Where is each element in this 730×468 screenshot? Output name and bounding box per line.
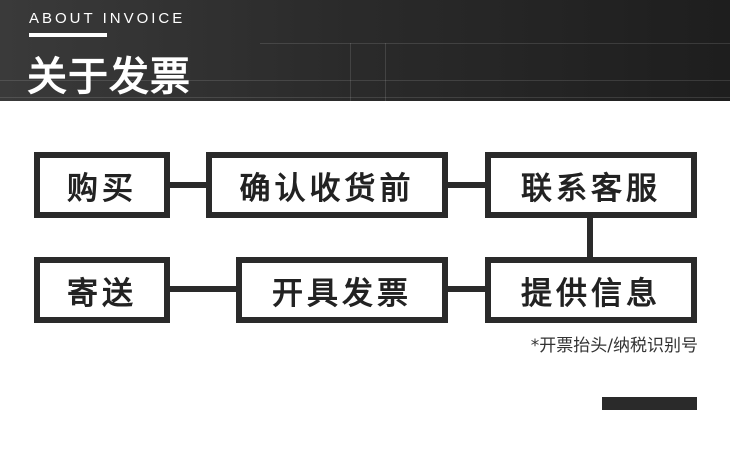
header-banner: ABOUT INVOICE 关于发票 <box>0 0 730 101</box>
page-title: 关于发票 <box>27 54 191 100</box>
header-divider <box>29 33 107 37</box>
step-provide-info: 提供信息 <box>485 257 697 323</box>
connector <box>168 182 210 188</box>
step-issue-invoice: 开具发票 <box>236 257 448 323</box>
info-note: *开票抬头/纳税识别号 <box>530 336 698 356</box>
decorative-bar <box>602 397 697 410</box>
step-confirm-receipt: 确认收货前 <box>206 152 448 218</box>
connector <box>168 286 238 292</box>
connector <box>587 216 593 259</box>
step-purchase: 购买 <box>34 152 170 218</box>
step-contact-service: 联系客服 <box>485 152 697 218</box>
header-subtitle: ABOUT INVOICE <box>29 10 186 27</box>
connector <box>446 286 488 292</box>
step-deliver: 寄送 <box>34 257 170 323</box>
connector <box>446 182 488 188</box>
